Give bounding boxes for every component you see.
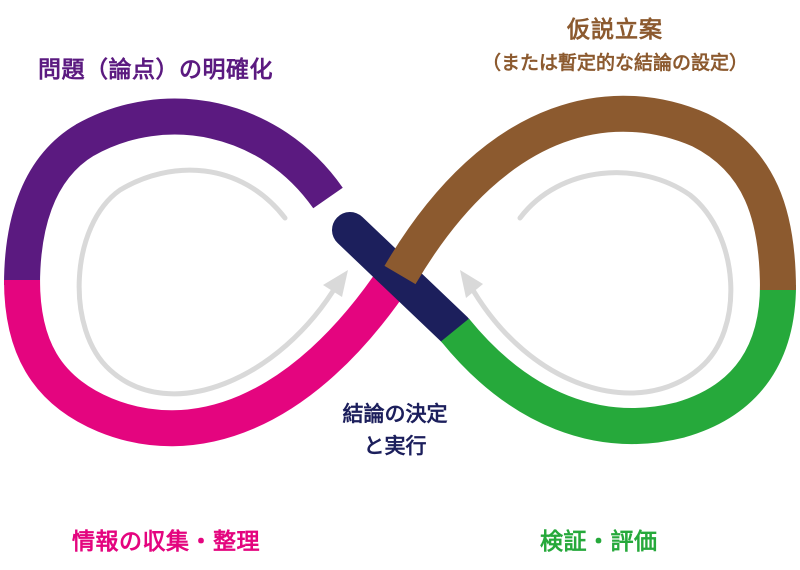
band-information-collection [4,262,414,447]
label-decision-line1: 結論の決定 [342,402,448,426]
label-hypothesis-subtitle: （または暫定的な結論の設定） [481,52,748,74]
label-information-collection: 情報の収集・整理 [72,529,260,555]
inner-loop-left-arrowhead [323,270,348,297]
band-decision [332,212,473,348]
inner-loop-left [76,167,341,397]
inner-loop-right-arrowhead [460,270,483,298]
label-hypothesis-title: 仮説立案 [567,17,663,43]
band-hypothesis [384,95,796,291]
label-hypothesis-group: 仮説立案 （または暫定的な結論の設定） [450,10,780,75]
band-problem-definition [4,98,343,286]
label-decision-line2: と実行 [363,434,427,458]
label-verification: 検証・評価 [540,529,658,555]
label-problem-definition: 問題（論点）の明確化 [38,57,273,83]
label-decision: 結論の決定 と実行 [310,398,480,462]
inner-loop-right [467,170,734,396]
band-verification [441,284,796,444]
